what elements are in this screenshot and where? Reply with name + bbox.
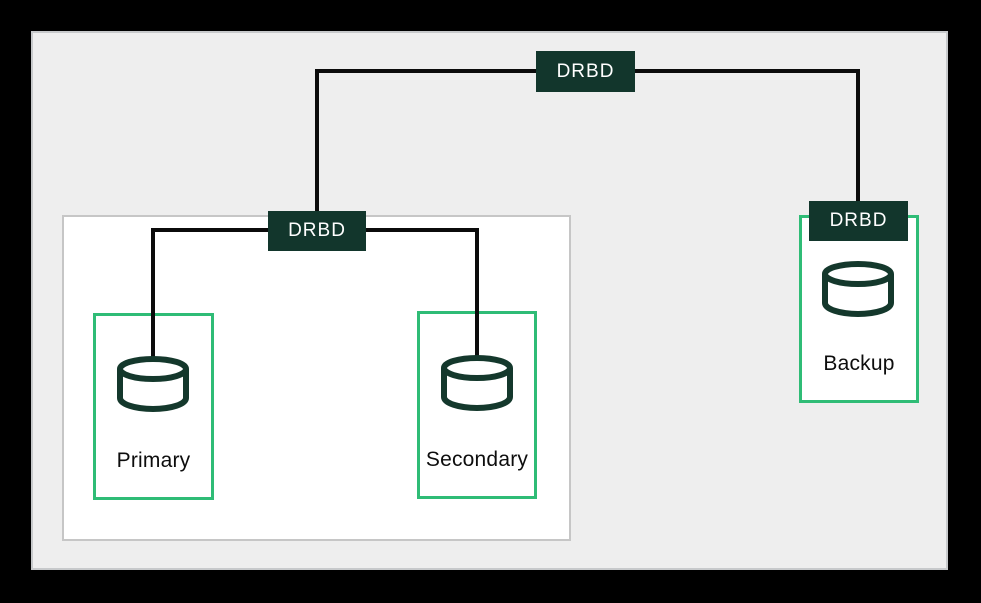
connector-cluster-drbd-to-top: [315, 69, 319, 215]
connector-top-to-backup-drbd: [856, 69, 860, 205]
node-backup: Backup: [799, 215, 919, 403]
connector-to-primary-disk: [151, 228, 155, 366]
node-label-backup: Backup: [823, 352, 895, 375]
node-label-secondary: Secondary: [425, 448, 529, 471]
database-cylinder-icon: [117, 356, 189, 412]
drbd-label-backup: DRBD: [809, 201, 908, 241]
database-cylinder-icon: [441, 355, 513, 411]
connector-to-secondary-disk: [475, 228, 479, 365]
database-cylinder-icon: [822, 261, 894, 317]
drbd-label-top: DRBD: [536, 51, 635, 92]
drbd-label-cluster: DRBD: [268, 211, 366, 251]
node-label-primary: Primary: [116, 449, 191, 472]
